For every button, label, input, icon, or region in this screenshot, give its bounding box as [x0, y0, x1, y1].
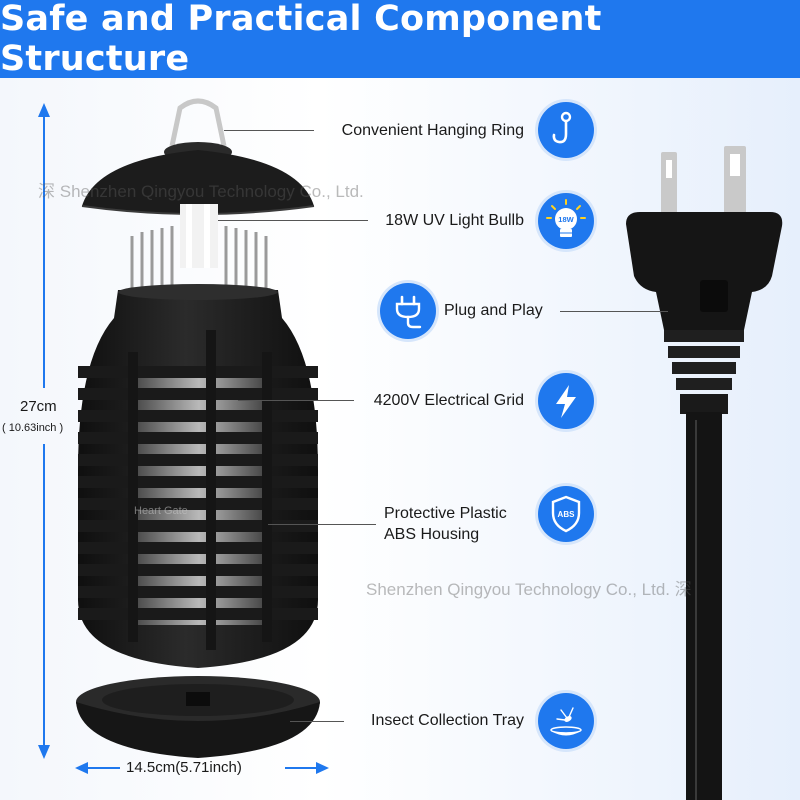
width-label: 14.5cm(5.71inch) [126, 759, 242, 776]
shield-icon: ABS [538, 486, 594, 542]
label-plug-and-play: Plug and Play [444, 302, 543, 319]
label-collection-tray: Insect Collection Tray [371, 712, 524, 729]
leader-line-grid [238, 400, 354, 401]
watermark-top: 深 Shenzhen Qingyou Technology Co., Ltd. [38, 177, 364, 202]
bulb-badge: 18W [558, 215, 574, 224]
title-banner: Safe and Practical Component Structure [0, 0, 800, 79]
page-title: Safe and Practical Component Structure [0, 0, 602, 79]
bug-tray-icon [538, 693, 594, 749]
label-electrical-grid: 4200V Electrical Grid [373, 392, 524, 409]
watermark-bottom-suffix: 深 [674, 580, 692, 599]
label-hanging-ring: Convenient Hanging Ring [341, 122, 524, 139]
watermark-bottom-text: Shenzhen Qingyou Technology Co., Ltd. [366, 580, 671, 599]
shield-badge: ABS [558, 510, 576, 519]
leader-line-housing [268, 524, 376, 525]
height-cm-label: 27cm [20, 398, 57, 415]
height-inch-label: ( 10.63inch ) [2, 422, 64, 434]
bulb-icon: 18W [538, 193, 594, 249]
plug-icon [380, 283, 436, 339]
watermark-bottom: Shenzhen Qingyou Technology Co., Ltd. 深 [366, 575, 692, 600]
leader-line-uv-bulb [218, 220, 368, 221]
label-housing-line2: ABS Housing [384, 526, 480, 543]
label-uv-bulb: 18W UV Light Bullb [385, 212, 524, 229]
leader-line-tray [290, 721, 344, 722]
hook-icon [538, 102, 594, 158]
watermark-top-text: Shenzhen Qingyou Technology Co., Ltd. [59, 182, 364, 201]
leader-line-hanging-ring [224, 130, 314, 131]
lightning-icon [538, 373, 594, 429]
watermark-top-prefix: 深 [38, 182, 55, 201]
label-housing-line1: Protective Plastic [384, 505, 507, 522]
leader-line-plug [560, 311, 668, 312]
product-brand-mark: Heart Gate [134, 505, 188, 517]
